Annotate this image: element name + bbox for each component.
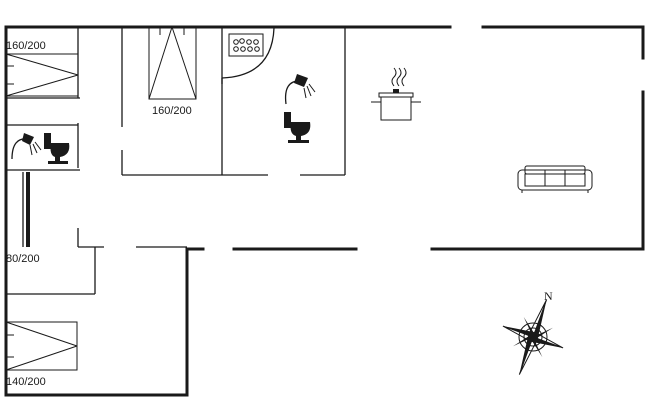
sofa-icon: [517, 165, 593, 193]
door-swing: [221, 27, 275, 79]
bed-top-left: [5, 53, 79, 97]
stove-icon: [228, 33, 264, 57]
shower-icon: [11, 133, 42, 160]
compass-north-label: N: [544, 289, 553, 303]
shower-icon-right: [284, 74, 316, 105]
bed-label-bottom-left: 140/200: [6, 376, 46, 388]
bed-label-top-left: 160/200: [6, 40, 46, 52]
bed-bottom-left: [5, 321, 78, 371]
cooking-pot-icon: [371, 67, 421, 121]
toilet-icon: [44, 133, 70, 164]
bed-middle: [148, 26, 197, 100]
compass-rose-icon: [502, 299, 564, 375]
toilet-icon-right: [284, 112, 311, 143]
interior-walls: [6, 27, 346, 295]
bed-label-middle: 160/200: [152, 105, 192, 117]
bed-label-left-middle: 80/200: [6, 253, 40, 265]
